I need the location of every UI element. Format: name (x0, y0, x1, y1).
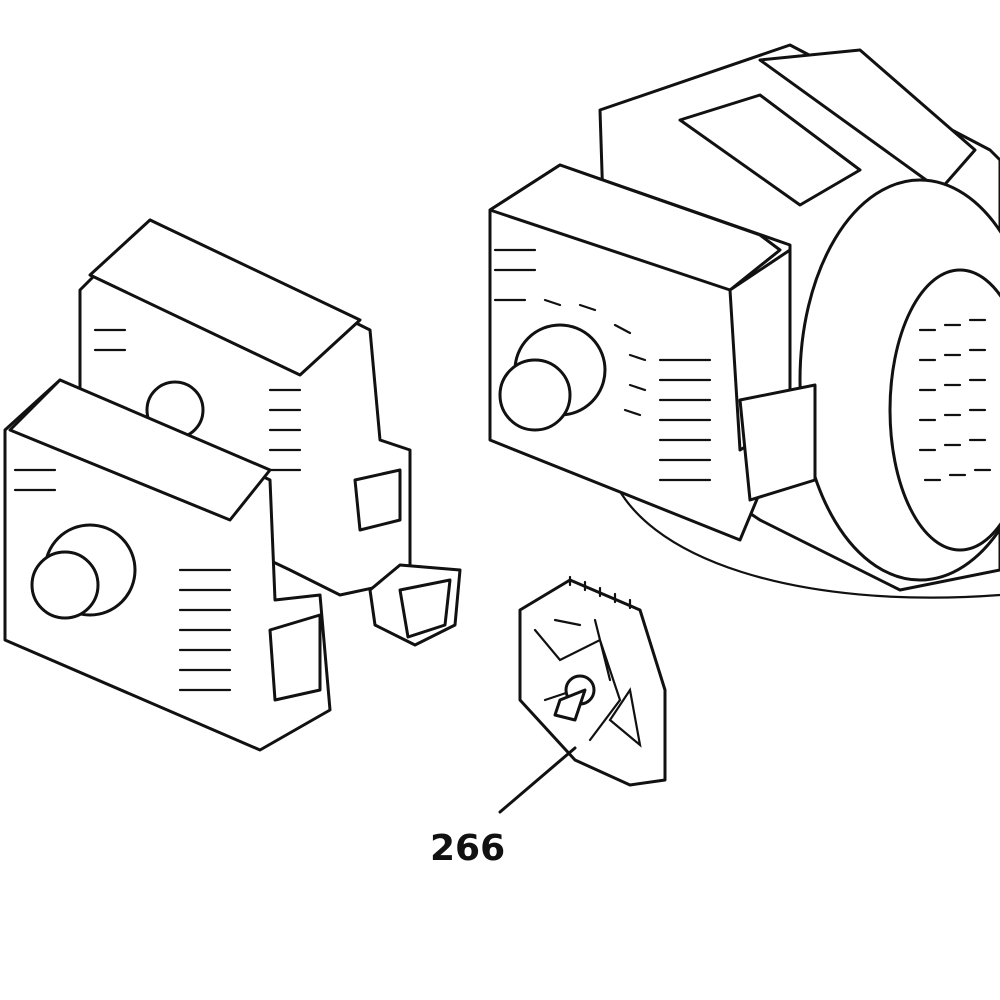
control-box-motor (488, 163, 817, 542)
knob-icon (498, 358, 572, 432)
leader-line (498, 746, 577, 814)
knob-icon (30, 550, 100, 620)
reference-numeral-label: 266 (430, 828, 506, 869)
circuit-board-266 (518, 575, 667, 787)
motor-vent-grid (918, 318, 992, 482)
control-box-front (3, 378, 332, 752)
rocker-switch (368, 563, 462, 647)
